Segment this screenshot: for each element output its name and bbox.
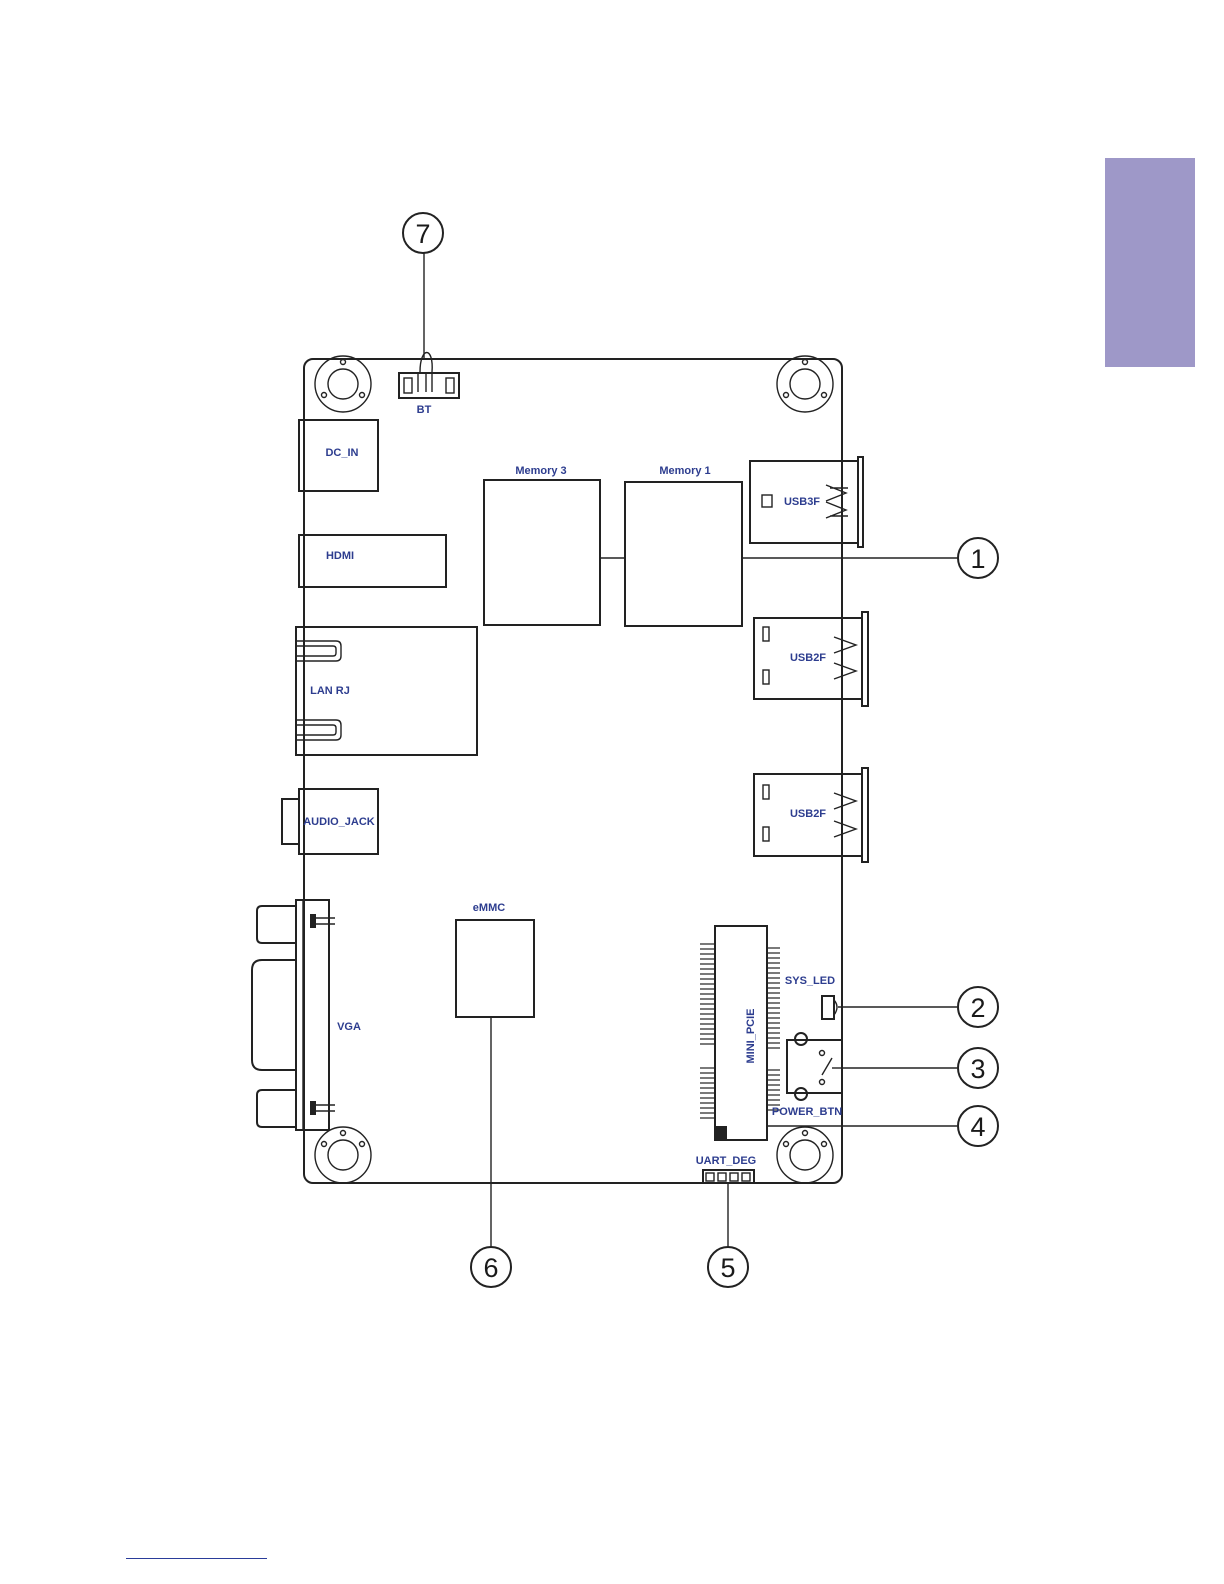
footer-rule [126, 1558, 267, 1559]
usb2f-upper-label: USB2F [790, 652, 826, 664]
memory-1-chip [625, 482, 742, 626]
power-btn-label: POWER_BTN [772, 1106, 842, 1118]
callout-4: 4 [958, 1106, 998, 1146]
svg-text:4: 4 [970, 1112, 985, 1142]
mini-pcie-label: MINI_PCIE [745, 1008, 757, 1063]
svg-text:6: 6 [483, 1253, 498, 1283]
mounting-hole-bottom-right [777, 1127, 833, 1183]
callout-3: 3 [958, 1048, 998, 1088]
hdmi-connector [299, 535, 446, 587]
hdmi-label: HDMI [326, 550, 354, 562]
dc-in-label: DC_IN [325, 447, 358, 459]
sys-led [822, 996, 837, 1019]
mini-pcie-slot [700, 926, 780, 1140]
uart-label: UART_DEG [696, 1155, 757, 1167]
lan-label: LAN RJ [310, 685, 350, 697]
callout-5: 5 [708, 1247, 748, 1287]
callout-2: 2 [958, 987, 998, 1027]
callout-6: 6 [471, 1247, 511, 1287]
emmc-label: eMMC [473, 902, 505, 914]
usb3f-label: USB3F [784, 496, 820, 508]
power-button [787, 1033, 842, 1100]
sys-led-label: SYS_LED [785, 975, 835, 987]
emmc-chip [456, 920, 534, 1017]
svg-text:2: 2 [970, 993, 985, 1023]
callout-1: 1 [958, 538, 998, 578]
mounting-hole-bottom-left [315, 1127, 371, 1183]
usb2f-lower-label: USB2F [790, 808, 826, 820]
uart-header [703, 1170, 754, 1183]
vga-label: VGA [337, 1021, 361, 1033]
mounting-hole-top-left [315, 356, 371, 412]
svg-text:1: 1 [970, 544, 985, 574]
vga-connector [252, 900, 335, 1130]
svg-text:3: 3 [970, 1054, 985, 1084]
svg-text:7: 7 [415, 219, 430, 249]
audio-jack-label: AUDIO_JACK [303, 816, 375, 828]
callout-7: 7 [403, 213, 443, 253]
bt-label: BT [417, 404, 432, 416]
memory-3-label: Memory 3 [515, 465, 566, 477]
memory-1-label: Memory 1 [659, 465, 710, 477]
svg-text:5: 5 [720, 1253, 735, 1283]
board-outline [304, 359, 842, 1183]
memory-3-chip [484, 480, 600, 625]
mounting-hole-top-right [777, 356, 833, 412]
